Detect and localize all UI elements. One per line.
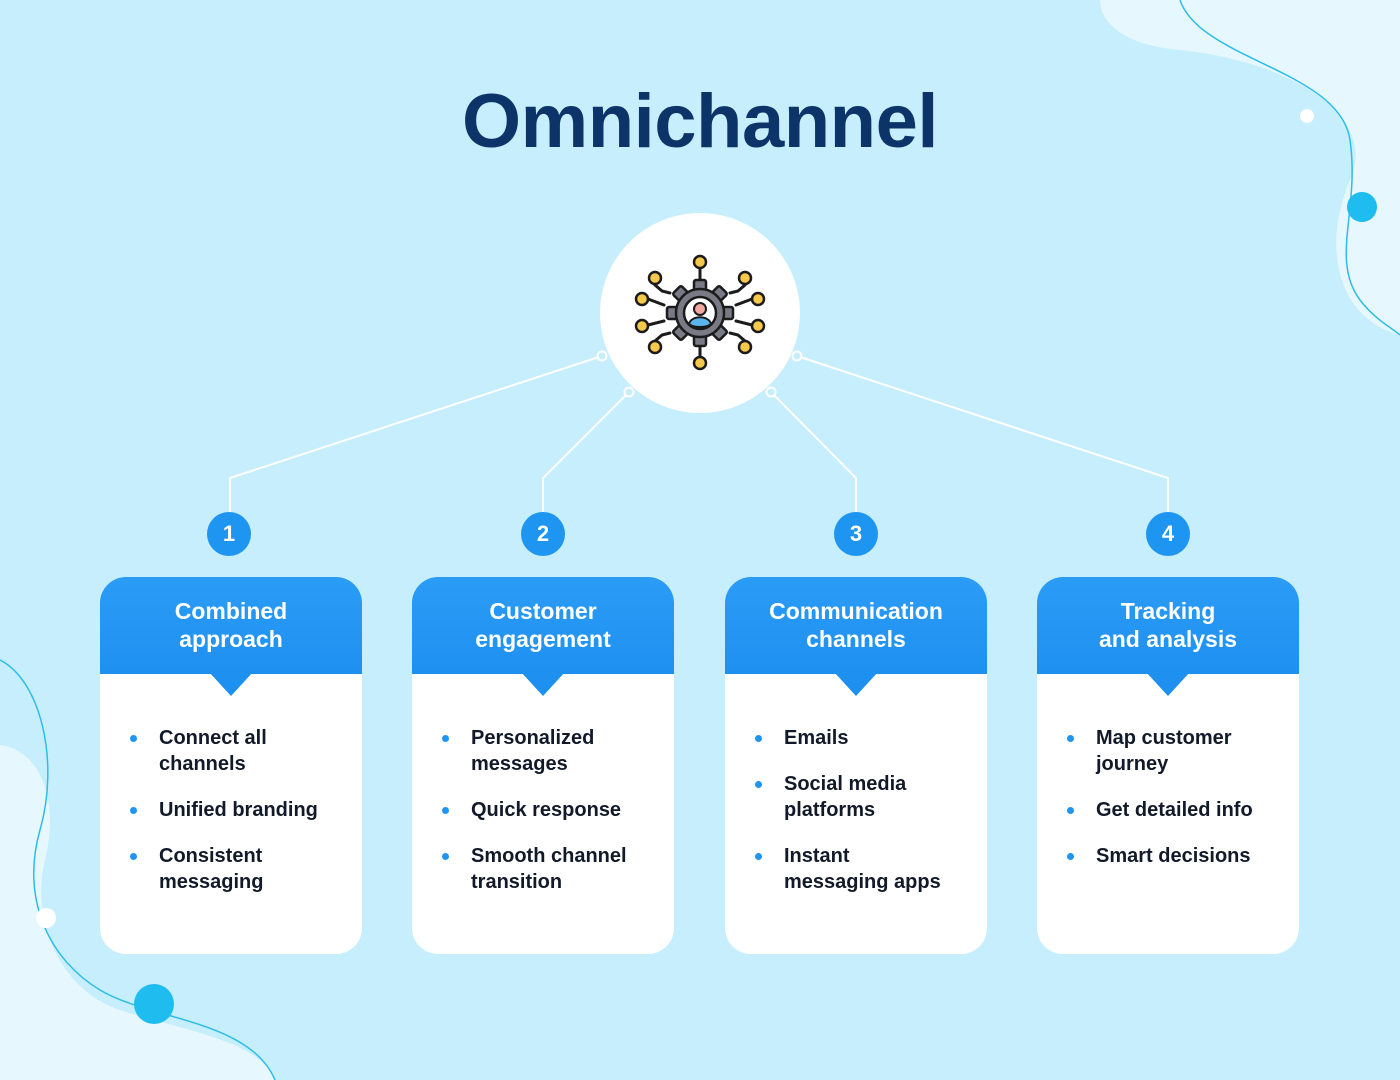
gear-network-user-icon [634,254,766,371]
list-item: Quick response [442,797,664,823]
step-4-badge: 4 [1146,512,1190,556]
step-3-badge: 3 [834,512,878,556]
hub-circle [600,213,800,413]
list-item: Get detailed info [1067,797,1289,823]
list-item: Emails [755,725,977,751]
step-1-badge: 1 [207,512,251,556]
list-item: Smart decisions [1067,843,1289,869]
list-item: Unified branding [130,797,352,823]
page-title: Omnichannel [462,79,938,164]
step-2-badge: 2 [521,512,565,556]
